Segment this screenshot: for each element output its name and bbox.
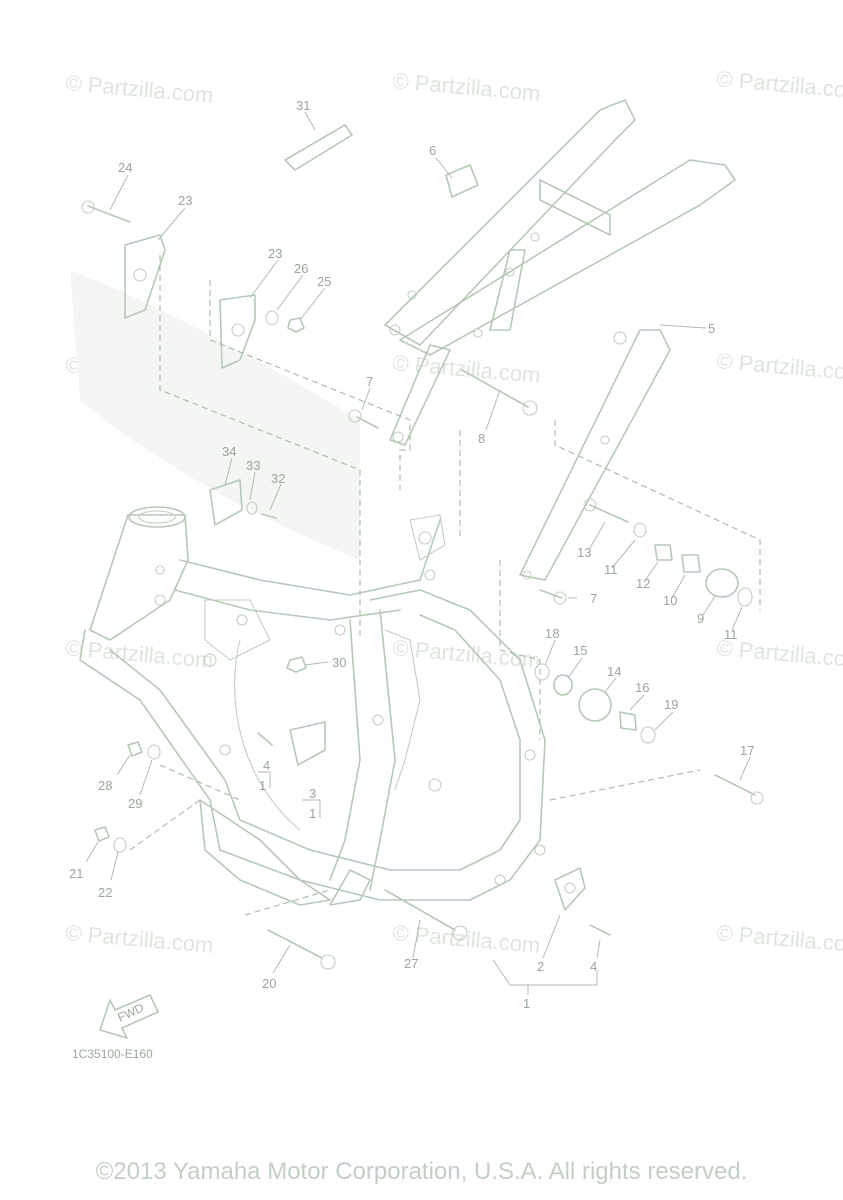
callout-4: 4 xyxy=(263,758,270,773)
callout-23: 23 xyxy=(178,193,192,208)
callout-10: 10 xyxy=(663,593,677,608)
callout-19: 19 xyxy=(664,697,678,712)
callout-7: 7 xyxy=(590,591,597,606)
callout-21: 21 xyxy=(69,866,83,881)
leader-lines xyxy=(85,111,751,995)
callout-4: 4 xyxy=(590,959,597,974)
tank-shading xyxy=(70,270,360,560)
callout-34: 34 xyxy=(222,444,236,459)
callouts: 31 6 24 23 23 26 25 5 7 8 34 33 32 13 11… xyxy=(69,98,754,1011)
callout-12: 12 xyxy=(636,576,650,591)
callout-16: 16 xyxy=(635,680,649,695)
callout-32: 32 xyxy=(271,471,285,486)
callout-30: 30 xyxy=(332,655,346,670)
watermark: © Partzilla.com xyxy=(716,66,843,104)
copyright-notice: ©2013 Yamaha Motor Corporation, U.S.A. A… xyxy=(95,1158,748,1185)
callout-33: 33 xyxy=(246,458,260,473)
fwd-label: FWD xyxy=(115,1000,146,1024)
callout-24: 24 xyxy=(118,160,132,175)
callout-20: 20 xyxy=(262,976,276,991)
callout-22: 22 xyxy=(98,885,112,900)
callout-1: 1 xyxy=(259,778,266,793)
callout-27: 27 xyxy=(404,956,418,971)
exploded-guides xyxy=(129,255,761,916)
callout-17: 17 xyxy=(740,743,754,758)
callout-29: 29 xyxy=(128,796,142,811)
callout-9: 9 xyxy=(697,611,704,626)
fasteners-and-brackets xyxy=(81,124,764,970)
callout-1: 1 xyxy=(523,996,530,1011)
callout-2: 2 xyxy=(537,959,544,974)
watermark: © Partzilla.com xyxy=(65,70,215,108)
watermark: © Partzilla.com xyxy=(716,348,843,386)
callout-8: 8 xyxy=(478,431,485,446)
callout-1: 1 xyxy=(309,806,316,821)
callout-13: 13 xyxy=(577,545,591,560)
callout-26: 26 xyxy=(294,261,308,276)
callout-28: 28 xyxy=(98,778,112,793)
callout-14: 14 xyxy=(607,664,621,679)
callout-25: 25 xyxy=(317,274,331,289)
watermark: © Partzilla.com xyxy=(716,920,843,958)
callout-11: 11 xyxy=(604,562,618,577)
main-frame xyxy=(79,506,546,906)
callout-11: 11 xyxy=(724,627,738,642)
callout-18: 18 xyxy=(545,626,559,641)
watermark: © Partzilla.com xyxy=(65,920,215,958)
diagram-code: 1C35100-E160 xyxy=(72,1047,153,1061)
callout-6: 6 xyxy=(429,143,436,158)
callout-31: 31 xyxy=(296,98,310,113)
callout-5: 5 xyxy=(708,321,715,336)
callout-7: 7 xyxy=(366,374,373,389)
watermark: © Partzilla.com xyxy=(392,68,542,106)
callout-3: 3 xyxy=(309,786,316,801)
callout-23: 23 xyxy=(268,246,282,261)
rear-subframe xyxy=(384,99,736,581)
callout-15: 15 xyxy=(573,643,587,658)
watermark: © Partzilla.com xyxy=(65,635,215,673)
forward-arrow-icon: FWD xyxy=(99,994,159,1039)
